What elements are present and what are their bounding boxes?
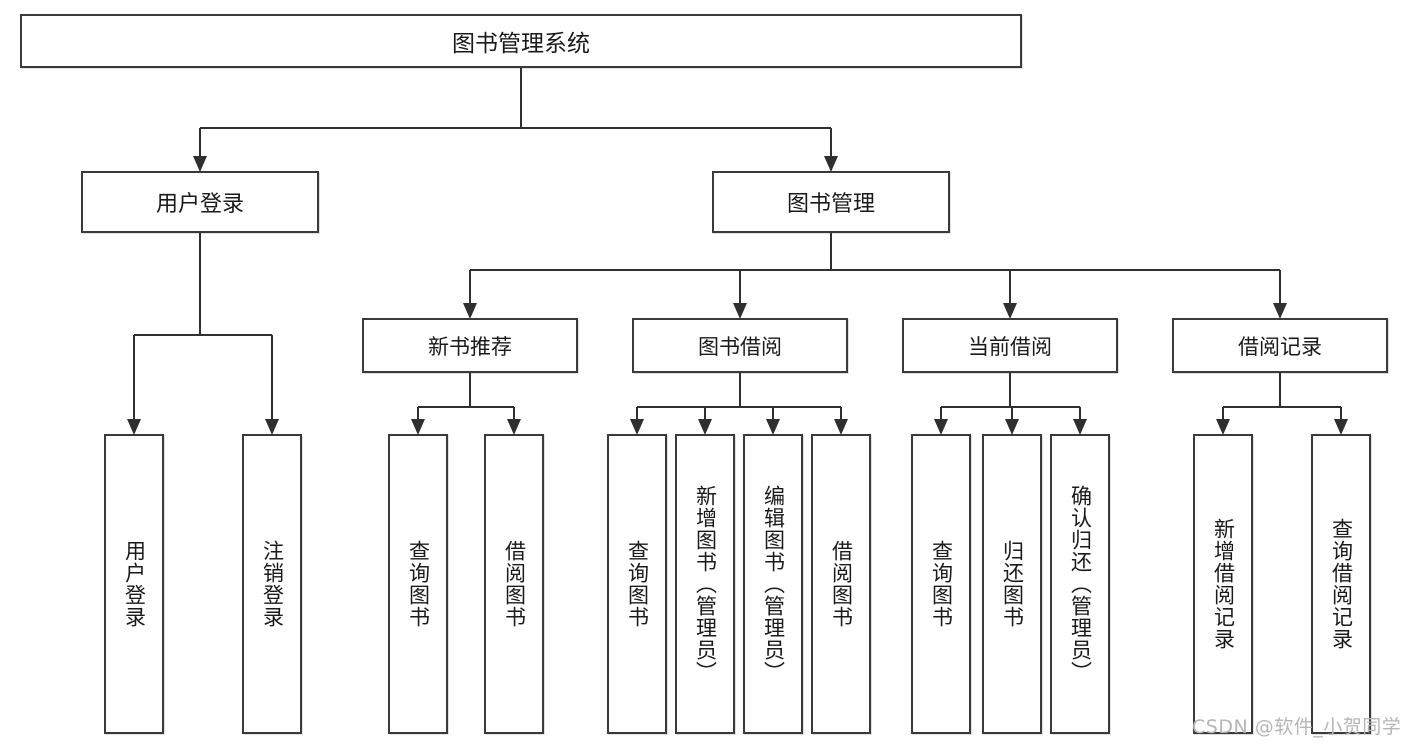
arrow-head-icon: [630, 419, 644, 435]
node-label: 新增借阅记录: [1211, 518, 1236, 650]
node-borrow-record[interactable]: 借阅记录: [1172, 318, 1388, 373]
connector-drop-new-book-recommend-1: [512, 407, 516, 420]
arrow-head-icon: [193, 156, 207, 172]
connector-drop-root-0: [198, 128, 202, 157]
arrow-head-icon: [463, 303, 477, 319]
node-label: 查询图书: [406, 540, 431, 628]
connector-drop-user-login-1: [270, 335, 274, 420]
node-label: 用户登录: [155, 192, 244, 217]
connector-drop-root-1: [829, 128, 833, 157]
node-leaf-cur-confirm[interactable]: 确认归还（管理员）: [1050, 434, 1110, 734]
connector-drop-book-borrow-2: [771, 407, 775, 420]
node-leaf-rec-query-book[interactable]: 查询图书: [388, 434, 448, 734]
connector-trunk-current-borrow: [1008, 373, 1012, 407]
node-label: 编辑图书（管理员）: [761, 485, 786, 683]
arrow-head-icon: [1005, 419, 1019, 435]
arrow-head-icon: [698, 419, 712, 435]
connector-drop-borrow-record-1: [1339, 407, 1343, 420]
node-label: 借阅图书: [829, 540, 854, 628]
connector-drop-book-manage-2: [1008, 270, 1012, 304]
node-label: 查询借阅记录: [1329, 518, 1354, 650]
connector-drop-current-borrow-0: [939, 407, 943, 420]
arrow-head-icon: [127, 419, 141, 435]
connector-drop-book-manage-3: [1278, 270, 1282, 304]
node-label: 新书推荐: [428, 334, 512, 359]
node-new-book-recommend[interactable]: 新书推荐: [362, 318, 578, 373]
connector-drop-user-login-0: [132, 335, 136, 420]
arrow-head-icon: [507, 419, 521, 435]
connector-drop-book-manage-0: [468, 270, 472, 304]
node-label: 用户登录: [122, 540, 147, 628]
node-leaf-user-logout[interactable]: 注销登录: [242, 434, 302, 734]
arrow-head-icon: [1216, 419, 1230, 435]
connector-bus-book-manage: [470, 268, 1280, 272]
connector-drop-book-borrow-1: [703, 407, 707, 420]
arrow-head-icon: [1273, 303, 1287, 319]
connector-trunk-user-login: [198, 233, 202, 335]
connector-bus-borrow-record: [1223, 405, 1341, 409]
connector-bus-book-borrow: [637, 405, 841, 409]
connector-trunk-book-borrow: [738, 373, 742, 407]
connector-drop-book-borrow-3: [839, 407, 843, 420]
connector-bus-root: [200, 126, 831, 130]
node-root[interactable]: 图书管理系统: [20, 14, 1022, 68]
connector-drop-current-borrow-1: [1010, 407, 1014, 420]
arrow-head-icon: [733, 303, 747, 319]
watermark-text: CSDN @软件_小贺同学: [1192, 716, 1402, 738]
connector-trunk-book-manage: [829, 233, 833, 270]
node-label: 确认归还（管理员）: [1068, 485, 1093, 683]
node-leaf-bor-borrow-book[interactable]: 借阅图书: [811, 434, 871, 734]
connector-bus-user-login: [134, 333, 272, 337]
node-leaf-rec-borrow-book[interactable]: 借阅图书: [484, 434, 544, 734]
node-label: 查询图书: [929, 540, 954, 628]
connector-trunk-borrow-record: [1278, 373, 1282, 407]
node-leaf-rec-query-record[interactable]: 查询借阅记录: [1311, 434, 1371, 734]
node-user-login[interactable]: 用户登录: [81, 171, 319, 233]
arrow-head-icon: [265, 419, 279, 435]
node-leaf-user-login[interactable]: 用户登录: [104, 434, 164, 734]
arrow-head-icon: [834, 419, 848, 435]
node-label: 借阅记录: [1238, 334, 1322, 359]
connector-drop-borrow-record-0: [1221, 407, 1225, 420]
node-label: 查询图书: [625, 540, 650, 628]
arrow-head-icon: [766, 419, 780, 435]
arrow-head-icon: [1003, 303, 1017, 319]
connector-drop-new-book-recommend-0: [416, 407, 420, 420]
connector-trunk-new-book-recommend: [468, 373, 472, 407]
connector-trunk-root: [519, 68, 523, 128]
connector-bus-current-borrow: [941, 405, 1080, 409]
node-leaf-bor-query-book[interactable]: 查询图书: [607, 434, 667, 734]
node-current-borrow[interactable]: 当前借阅: [902, 318, 1118, 373]
node-book-borrow[interactable]: 图书借阅: [632, 318, 848, 373]
node-label: 注销登录: [260, 540, 285, 628]
arrow-head-icon: [1073, 419, 1087, 435]
node-leaf-cur-query-book[interactable]: 查询图书: [911, 434, 971, 734]
arrow-head-icon: [824, 156, 838, 172]
connector-drop-book-borrow-0: [635, 407, 639, 420]
node-label: 借阅图书: [502, 540, 527, 628]
node-leaf-bor-add-book[interactable]: 新增图书（管理员）: [675, 434, 735, 734]
node-leaf-rec-add-record[interactable]: 新增借阅记录: [1193, 434, 1253, 734]
arrow-head-icon: [934, 419, 948, 435]
node-label: 归还图书: [1000, 540, 1025, 628]
node-label: 新增图书（管理员）: [693, 485, 718, 683]
node-label: 图书管理: [786, 192, 875, 217]
node-label: 图书借阅: [698, 334, 782, 359]
node-leaf-cur-return-book[interactable]: 归还图书: [982, 434, 1042, 734]
connector-drop-book-manage-1: [738, 270, 742, 304]
arrow-head-icon: [411, 419, 425, 435]
node-label: 当前借阅: [968, 334, 1052, 359]
arrow-head-icon: [1334, 419, 1348, 435]
connector-drop-current-borrow-2: [1078, 407, 1082, 420]
node-leaf-bor-edit-book[interactable]: 编辑图书（管理员）: [743, 434, 803, 734]
node-book-manage[interactable]: 图书管理: [712, 171, 950, 233]
connector-bus-new-book-recommend: [418, 405, 514, 409]
node-label: 图书管理系统: [452, 31, 590, 57]
